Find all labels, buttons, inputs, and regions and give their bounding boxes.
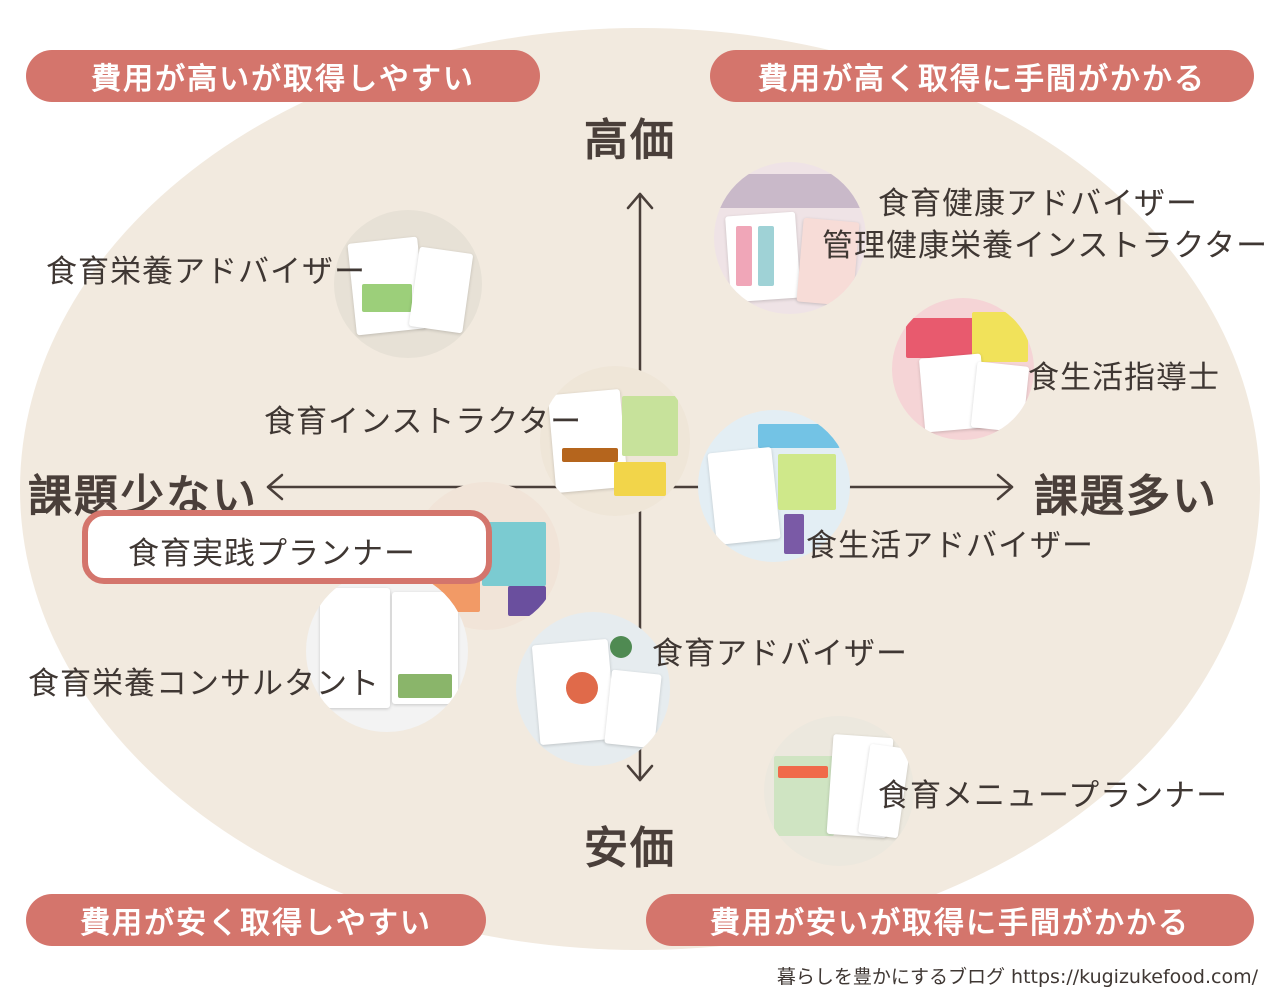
label-practice-planner: 食育実践プランナー [128,536,416,572]
quadrant-top-right: 費用が高く取得に手間がかかる [710,50,1254,102]
photo-nutrition-advisor [334,210,482,358]
arrow-left-icon [266,473,284,501]
quadrant-bottom-left: 費用が安く取得しやすい [26,894,486,946]
label-life-advisor: 食生活アドバイザー [806,528,1094,564]
footer-credit: 暮らしを豊かにするブログ https://kugizukefood.com/ [776,966,1258,988]
arrow-right-icon [996,473,1014,501]
axis-label-top: 高価 [584,115,676,166]
photo-menu-planner [764,716,914,866]
label-advisor: 食育アドバイザー [652,636,908,672]
label-instructor: 食育インストラクター [264,404,583,440]
label-nutrition-advisor: 食育栄養アドバイザー [46,254,366,290]
axis-label-right: 課題多い [1034,471,1218,522]
label-health-instructor: 管理健康栄養インストラクター [822,228,1269,264]
label-health-advisor: 食育健康アドバイザー [878,186,1198,222]
axis-label-bottom: 安価 [584,823,676,874]
photo-diet-coach [892,298,1034,440]
arrow-down-icon [626,764,654,782]
label-nutrition-consultant: 食育栄養コンサルタント [28,666,380,702]
photo-nutrition-consultant [306,570,468,732]
photo-life-advisor [698,410,850,562]
quadrant-bottom-right: 費用が安いが取得に手間がかかる [646,894,1254,946]
photo-advisor [516,612,670,766]
photo-health-advisor [714,162,866,314]
label-diet-coach: 食生活指導士 [1028,360,1220,396]
highlight-box [82,510,492,584]
arrow-up-icon [626,192,654,210]
label-menu-planner: 食育メニュープランナー [878,778,1229,814]
photo-instructor [540,366,690,516]
quadrant-top-left: 費用が高いが取得しやすい [26,50,540,102]
